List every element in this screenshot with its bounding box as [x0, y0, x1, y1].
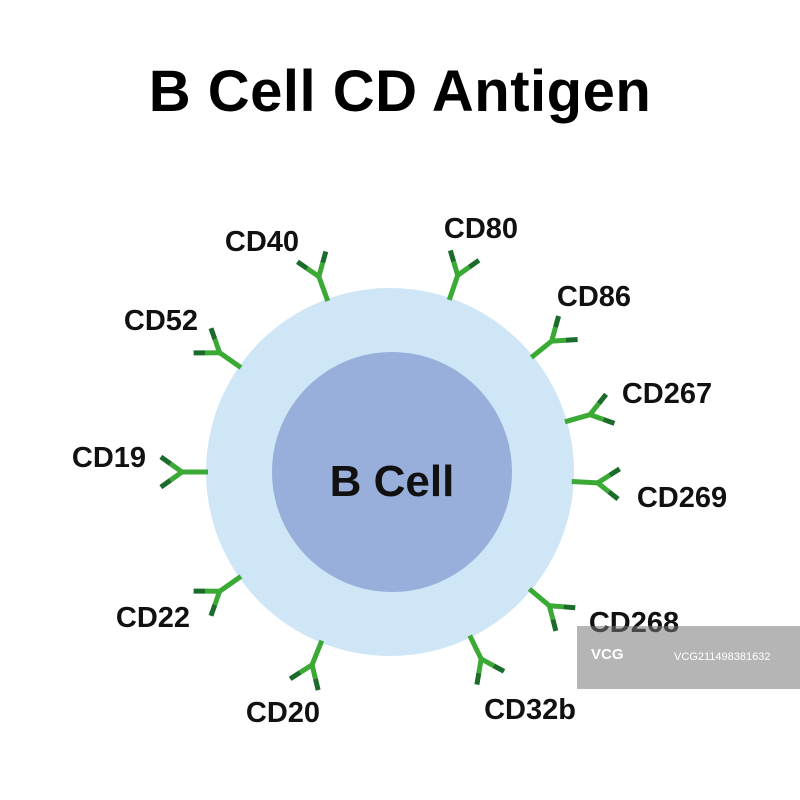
antigen-label-cd19: CD19 — [72, 442, 146, 474]
antibody-cd32b — [467, 634, 506, 686]
antibody-cd19 — [159, 454, 208, 490]
antibody-cd268 — [527, 587, 576, 632]
antigen-label-cd267: CD267 — [622, 378, 712, 410]
antigen-label-cd40: CD40 — [225, 226, 299, 258]
antigen-label-cd86: CD86 — [557, 281, 631, 313]
antigen-label-cd80: CD80 — [444, 213, 518, 245]
antibody-cd80 — [446, 249, 481, 301]
antigen-label-cd52: CD52 — [124, 305, 198, 337]
antibody-cd86 — [529, 315, 578, 360]
watermark: VCG VCG211498381632 — [577, 626, 800, 689]
watermark-logo: VCG — [591, 646, 624, 663]
antigen-label-cd269: CD269 — [637, 482, 727, 514]
page-title: B Cell CD Antigen — [148, 59, 652, 124]
watermark-id: VCG211498381632 — [674, 651, 771, 663]
antibody-cd40 — [296, 250, 331, 302]
cell-label: B Cell — [330, 457, 455, 506]
antigen-label-cd20: CD20 — [246, 697, 320, 729]
antibody-cd20 — [288, 639, 325, 691]
antigen-label-cd22: CD22 — [116, 602, 190, 634]
cell-nucleus — [272, 352, 512, 592]
antibody-cd52 — [193, 327, 243, 370]
antibody-cd269 — [571, 466, 621, 502]
antibody-cd22 — [193, 574, 243, 617]
antibody-cd267 — [564, 392, 616, 426]
antibody-group — [159, 249, 621, 691]
antigen-label-cd32b: CD32b — [484, 694, 576, 726]
